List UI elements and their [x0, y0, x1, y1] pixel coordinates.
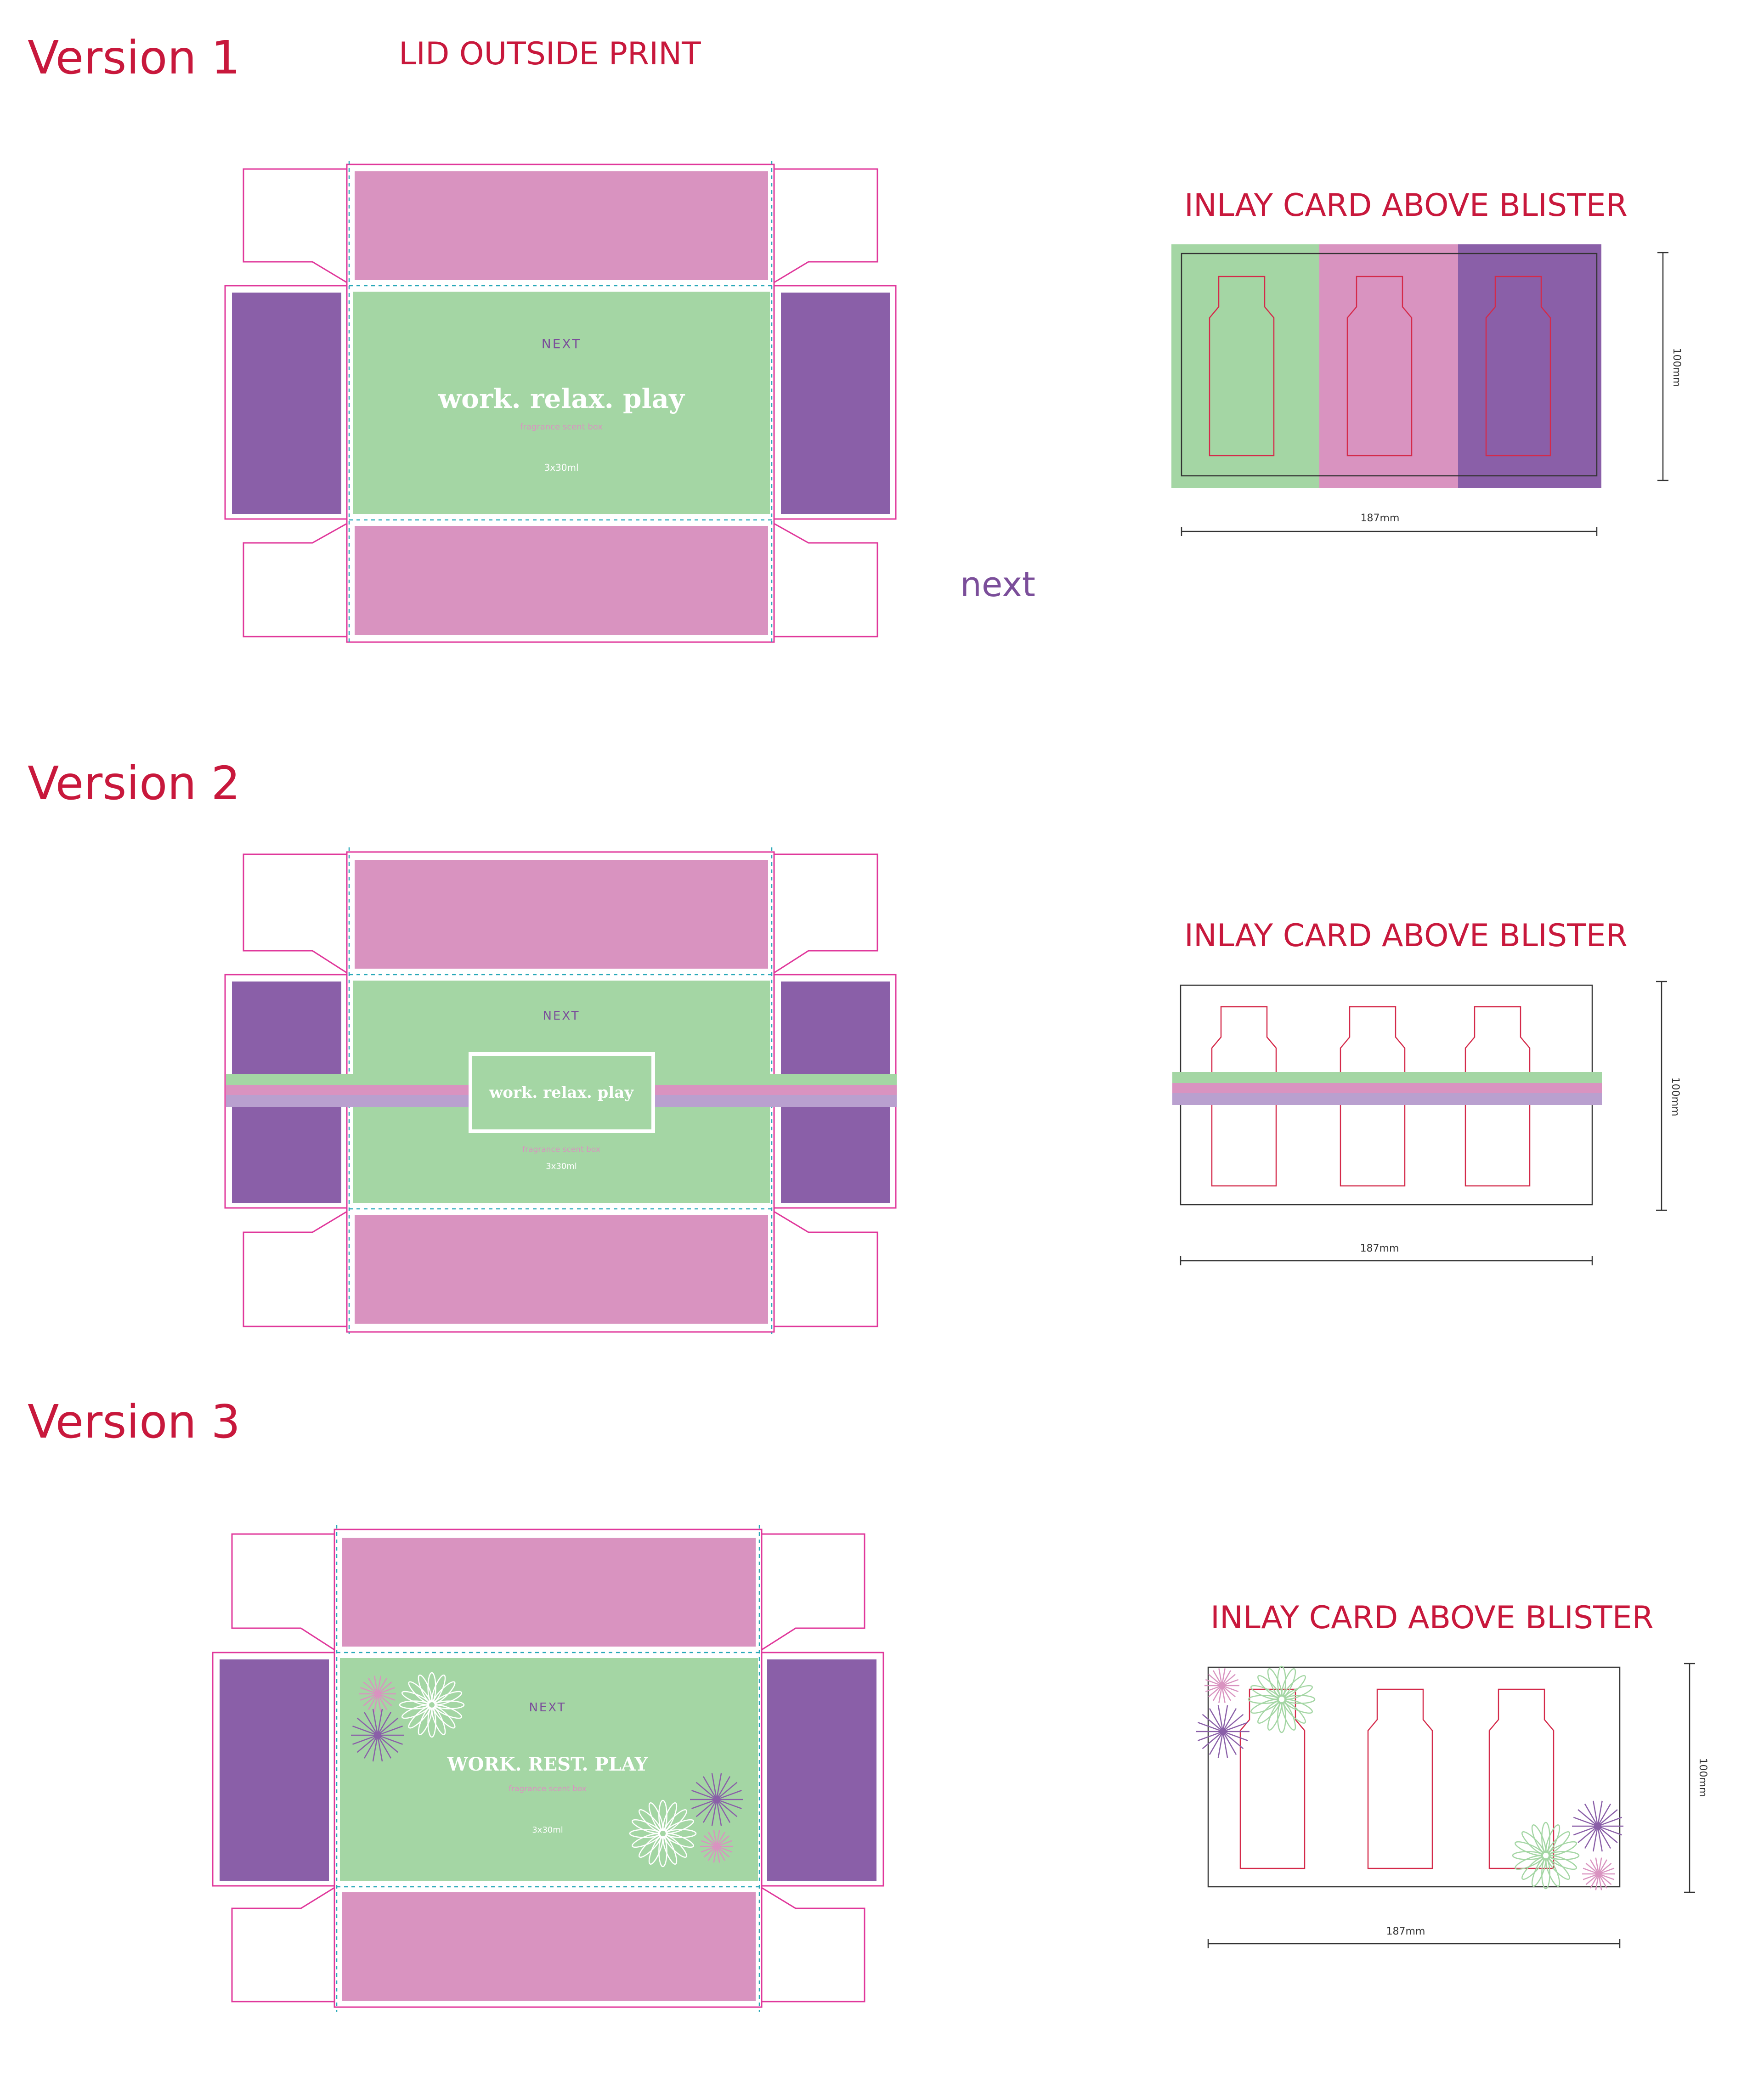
flower-decoration: [1204, 1668, 1239, 1703]
width-dimension-label: 187mm: [1386, 1926, 1425, 1937]
lid-net-v2: NEXT work. relax. play fragrance scent b…: [224, 847, 897, 1334]
lid-subtitle: fragrance scent box: [509, 1784, 587, 1794]
lid-size: 3x30ml: [532, 1825, 563, 1835]
height-dimension-label: 100mm: [1697, 1758, 1708, 1797]
lid-net-v3: NEXT WORK. REST. PLAY fragrance scent bo…: [212, 1525, 884, 2012]
version-3-heading: Version 3: [28, 1395, 240, 1449]
lid-tagline: work. relax. play: [438, 383, 685, 414]
top-left-flap: [243, 853, 348, 974]
bottom-right-flap: [773, 522, 878, 637]
inlay-pink-band: [1319, 244, 1458, 488]
inlay-title: INLAY CARD ABOVE BLISTER: [1184, 918, 1628, 954]
flower-decoration: [690, 1773, 743, 1826]
lid-tagline: work. relax. play: [489, 1083, 634, 1102]
lid-size: 3x30ml: [544, 462, 578, 473]
flower-decorations: [1196, 1665, 1623, 1890]
bottom-left-flap: [243, 1210, 348, 1327]
lid-subtitle: fragrance scent box: [522, 1145, 600, 1154]
bottle-outline: [1367, 1688, 1433, 1869]
version-2-heading: Version 2: [28, 756, 240, 810]
inlay-green-band: [1171, 244, 1319, 488]
inlay-card-v2: INLAY CARD ABOVE BLISTER 100mm 187mm: [1172, 918, 1681, 1265]
top-right-flap: [773, 168, 878, 284]
stripe-green: [1172, 1072, 1602, 1083]
flower-decoration: [1248, 1665, 1316, 1733]
lid-size: 3x30ml: [546, 1162, 577, 1171]
flower-decoration: [700, 1830, 733, 1863]
inlay-card-outline: [1181, 253, 1598, 477]
left-side-panel: [220, 1659, 329, 1881]
bottom-panel: [355, 1215, 768, 1324]
lid-brand: NEXT: [542, 336, 581, 351]
lid-outside-print-label: LID OUTSIDE PRINT: [399, 36, 701, 72]
inlay-card-v3: INLAY CARD ABOVE BLISTER 100mm 187mm: [1196, 1600, 1708, 1948]
flower-decoration: [399, 1672, 465, 1738]
lid-subtitle: fragrance scent box: [520, 422, 603, 432]
width-dimension-label: 187mm: [1361, 513, 1400, 524]
flower-decoration: [359, 1675, 396, 1712]
lid-brand: NEXT: [543, 1009, 580, 1023]
flower-decoration: [1512, 1822, 1580, 1890]
top-left-flap: [231, 1533, 335, 1651]
left-side-panel: [232, 293, 341, 514]
tagline-label-box: [469, 1052, 655, 1133]
flower-decoration: [1572, 1800, 1623, 1852]
flower-decoration: [1196, 1705, 1250, 1758]
version-1-heading: Version 1: [28, 31, 240, 85]
lid-tagline: WORK. REST. PLAY: [447, 1754, 648, 1775]
bottom-left-flap: [243, 522, 348, 637]
top-right-flap: [773, 853, 878, 974]
right-side-panel: [767, 1659, 876, 1881]
bottom-left-flap: [231, 1886, 335, 2003]
stripe-pink: [1172, 1083, 1602, 1093]
height-dimension-label: 100mm: [1669, 1077, 1681, 1117]
flower-decoration: [1582, 1857, 1615, 1890]
stripe-lavender: [1172, 1093, 1602, 1105]
top-panel: [355, 171, 768, 280]
bottle-outline: [1239, 1688, 1306, 1869]
lid-brand: NEXT: [529, 1701, 566, 1715]
height-dimension-label: 100mm: [1671, 348, 1682, 387]
flower-decorations: [351, 1672, 743, 1867]
width-dimension-label: 187mm: [1360, 1243, 1399, 1254]
inlay-card-v1: INLAY CARD ABOVE BLISTER 100mm 187mm: [1171, 187, 1682, 536]
center-outline: [346, 164, 775, 643]
inlay-title: INLAY CARD ABOVE BLISTER: [1184, 187, 1628, 224]
flower-decoration: [629, 1800, 697, 1867]
right-side-panel: [781, 293, 890, 514]
inlay-purple-band: [1458, 244, 1601, 488]
lid-top-panel: [340, 1658, 758, 1881]
next-logo: next: [960, 565, 1035, 604]
inlay-title: INLAY CARD ABOVE BLISTER: [1210, 1600, 1654, 1636]
bottom-right-flap: [761, 1886, 865, 2003]
bottom-panel: [355, 526, 768, 635]
top-panel: [355, 860, 768, 969]
bottom-right-flap: [773, 1210, 878, 1327]
inlay-card-outline: [1207, 1666, 1621, 1888]
lid-net-v1: NEXT work. relax. play fragrance scent b…: [224, 161, 897, 643]
top-right-flap: [761, 1533, 865, 1651]
top-panel: [342, 1538, 756, 1647]
flower-decoration: [351, 1709, 404, 1762]
bottom-panel: [342, 1892, 756, 2001]
center-outline: [334, 1529, 763, 2008]
lid-top-panel: [353, 292, 770, 514]
top-left-flap: [243, 168, 348, 284]
